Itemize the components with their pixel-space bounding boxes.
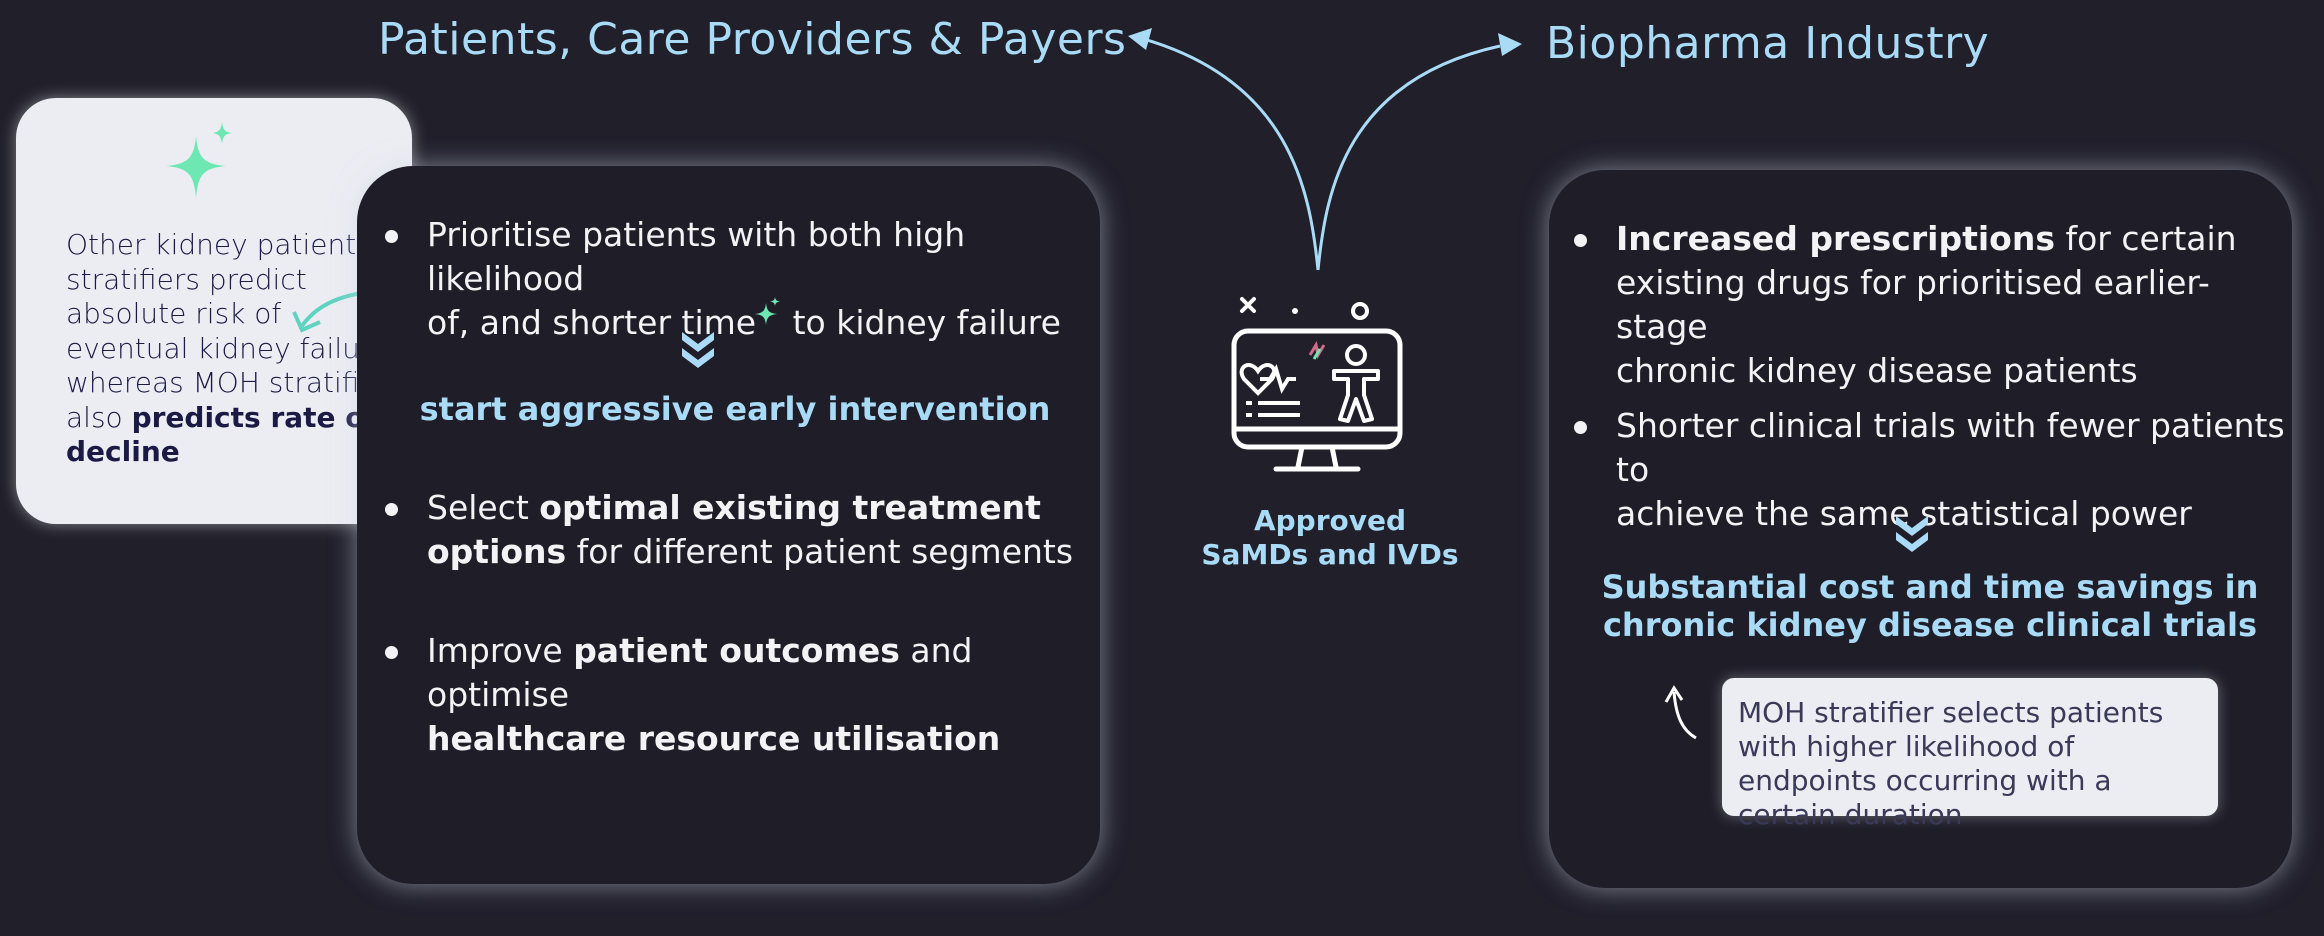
right-bullet-shorter-trials: Shorter clinical trials with fewer patie… <box>1574 404 2286 536</box>
arrow-to-right-heading <box>1316 44 1501 271</box>
left-bullet-improve-d: healthcare resource utilisation <box>427 719 1001 758</box>
left-bullet-select-d: for different patient segments <box>566 532 1074 571</box>
chevron-down-icon <box>682 332 714 368</box>
side-note-text: Other kidney patient stratifiers predict… <box>66 228 389 434</box>
right-bullet-prescriptions-d: chronic kidney disease patients <box>1616 351 2138 390</box>
heading-patients-providers-payers: Patients, Care Providers & Payers <box>378 14 1127 65</box>
center-label: Approved SaMDs and IVDs <box>1160 504 1500 572</box>
left-bullet-improve-c: and optimise <box>427 631 973 714</box>
arrowhead-right <box>1498 33 1522 56</box>
left-bullet-select: Select optimal existing treatment option… <box>385 486 1087 574</box>
left-bullet-improve-b: patient outcomes <box>573 631 900 670</box>
left-action-text: start aggressive early intervention <box>419 390 1051 428</box>
curved-up-arrow-icon <box>1664 685 1697 740</box>
left-bullet-select-c: options <box>427 532 567 571</box>
right-bullet-shorter-trials-line1: Shorter clinical trials with fewer patie… <box>1616 406 2285 489</box>
monitor-with-vitals-icon <box>1231 297 1403 472</box>
left-bullet-prioritise-line2b: to kidney failure <box>782 303 1061 342</box>
right-bullet-prescriptions-c: existing drugs for prioritised earlier-s… <box>1616 263 2210 346</box>
center-label-line1: Approved <box>1253 504 1407 537</box>
right-bullet-prescriptions-b: for certain <box>2054 219 2237 258</box>
right-result-line1: Substantial cost and time savings in <box>1601 568 2259 606</box>
side-note-card: Other kidney patient stratifiers predict… <box>16 98 412 524</box>
small-sparkle-icon <box>755 297 781 325</box>
right-result-text: Substantial cost and time savings in chr… <box>1600 568 2260 644</box>
left-bullet-improve: Improve patient outcomes and optimise he… <box>385 629 1087 761</box>
side-note-bold-text: predicts rate of decline <box>66 400 377 469</box>
chevron-down-icon <box>1896 516 1928 552</box>
arrowhead-left <box>1128 28 1152 50</box>
left-bullet-prioritise: Prioritise patients with both high likel… <box>385 213 1087 345</box>
heading-biopharma-industry: Biopharma Industry <box>1546 18 1990 69</box>
moh-stratifier-note: MOH stratifier selects patients with hig… <box>1722 678 2218 831</box>
sparkle-icon <box>166 122 232 198</box>
right-bullet-prescriptions: Increased prescriptions for certain exis… <box>1574 217 2276 393</box>
left-bullet-select-a: Select <box>427 488 540 527</box>
arrow-to-left-heading <box>1139 36 1320 271</box>
left-bullet-select-b: optimal existing treatment <box>539 488 1041 527</box>
left-bullet-prioritise-line1: Prioritise patients with both high likel… <box>427 215 966 298</box>
left-bullet-prioritise-line2a: of, and shorter time <box>427 303 757 342</box>
center-label-line2: SaMDs and IVDs <box>1201 538 1459 571</box>
right-result-line2: chronic kidney disease clinical trials <box>1602 606 2258 644</box>
right-bullet-prescriptions-a: Increased prescriptions <box>1616 219 2055 258</box>
left-panel <box>357 166 1100 884</box>
left-bullet-improve-a: Improve <box>427 631 574 670</box>
